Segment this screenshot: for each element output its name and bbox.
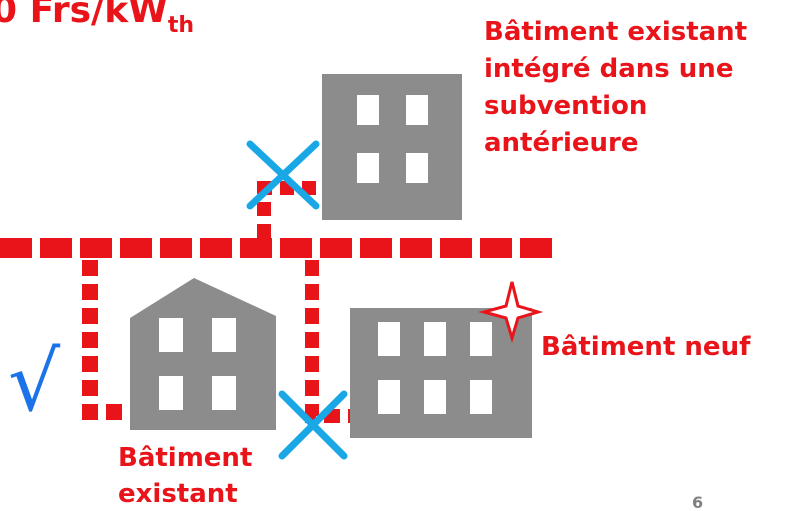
label-existing-subsidized: Bâtiment existant intégré dans une subve… — [484, 17, 748, 158]
building-existing-subsidized — [322, 74, 462, 220]
page-number: 6 — [692, 493, 704, 511]
label-new-building: Bâtiment neuf — [541, 332, 751, 362]
slide-title: 0 Frs/kWth — [0, 0, 195, 38]
blue-cross-icon — [278, 390, 348, 460]
pipe-branch-new-building — [305, 260, 350, 423]
label-existing-building: Bâtiment existant — [118, 443, 253, 509]
building-existing — [130, 278, 276, 430]
building-new — [350, 308, 532, 438]
check-mark-icon: √ — [8, 335, 61, 430]
four-point-star-icon — [478, 281, 544, 344]
blue-cross-icon — [246, 140, 320, 210]
pipe-branch-existing-building — [82, 260, 132, 420]
pipe-branch-top-building — [257, 181, 330, 238]
